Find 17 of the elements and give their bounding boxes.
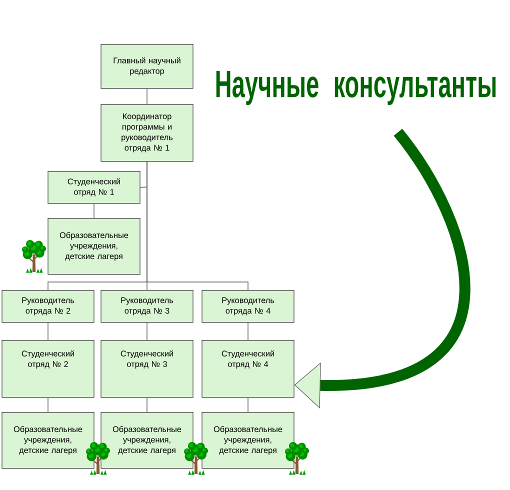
org-box: Образовательные учреждения, детские лагеря xyxy=(202,412,294,469)
connector-line xyxy=(146,88,148,104)
connector-line xyxy=(146,322,148,340)
org-box: Образовательные учреждения, детские лагеря xyxy=(2,412,94,469)
heading-text: Научные консультанты xyxy=(216,70,496,106)
org-box: Студенческий отряд № 2 xyxy=(2,340,94,398)
connector-line xyxy=(146,397,148,412)
org-box: Образовательные учреждения, детские лагеря xyxy=(48,218,140,275)
org-box: Руководитель отряда № 2 xyxy=(2,290,94,323)
org-box: Студенческий отряд № 1 xyxy=(48,171,140,204)
org-box: Координатор программы и руководитель отряда № 1 xyxy=(100,104,194,162)
org-box: Студенческий отряд № 3 xyxy=(100,340,194,398)
org-box: Руководитель отряда № 4 xyxy=(202,290,294,323)
org-box: Руководитель отряда № 3 xyxy=(100,290,194,323)
org-box: Образовательные учреждения, детские лагеря xyxy=(100,412,194,469)
org-box: Главный научный редактор xyxy=(100,44,194,89)
connector-line xyxy=(146,161,248,290)
